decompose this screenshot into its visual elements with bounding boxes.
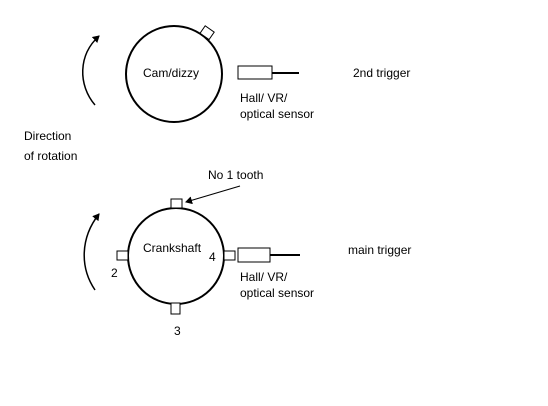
crank-rotation-arrow (83, 213, 100, 291)
cam-label: Cam/dizzy (143, 66, 199, 80)
crank-sensor-label-line2: optical sensor (240, 286, 314, 300)
crank-trigger-label: main trigger (348, 243, 411, 257)
cam-wheel (125, 25, 223, 123)
crank-assembly: Crankshaft No 1 tooth 4 2 3 Hall/ VR/ op… (83, 168, 411, 338)
crank-tooth-number-3: 3 (174, 324, 181, 338)
cam-trigger-label: 2nd trigger (353, 66, 410, 80)
cam-tooth (199, 25, 215, 41)
crank-tooth-callout: No 1 tooth (208, 168, 263, 182)
cam-rotation-arrow (82, 35, 100, 106)
crank-label: Crankshaft (143, 241, 202, 255)
rotation-label-line2: of rotation (24, 149, 77, 163)
crank-tooth-2 (116, 250, 129, 261)
crank-tooth-number-2: 2 (111, 266, 118, 280)
crank-tooth-number-4: 4 (209, 250, 216, 264)
cam-sensor-body (237, 65, 273, 80)
crank-tooth-callout-arrow (185, 185, 241, 205)
crank-sensor-body (237, 247, 271, 263)
cam-sensor-label-line2: optical sensor (240, 107, 314, 121)
crank-tooth-1 (170, 198, 183, 209)
crank-tooth-3 (170, 302, 181, 315)
crank-sensor-label-line1: Hall/ VR/ (240, 270, 288, 284)
rotation-label-line1: Direction (24, 129, 71, 143)
cam-assembly: Cam/dizzy Hall/ VR/ optical sensor 2nd t… (82, 25, 410, 123)
cam-sensor-label-line1: Hall/ VR/ (240, 91, 288, 105)
crank-tooth-4 (223, 250, 236, 261)
